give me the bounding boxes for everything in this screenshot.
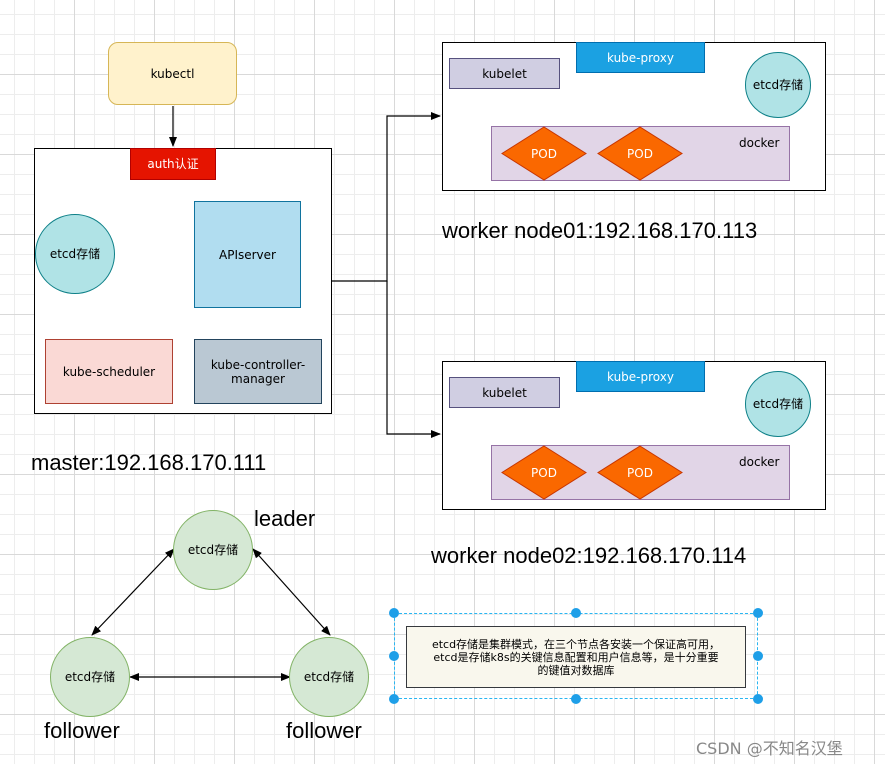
worker1-pod2: POD	[597, 126, 683, 181]
worker2-kube-proxy-box: kube-proxy	[576, 361, 705, 392]
follower-right-label: follower	[286, 718, 362, 743]
etcd-note-box[interactable]: etcd存储是集群模式，在三个节点各安装一个保证高可用， etcd是存储k8s的…	[406, 626, 746, 688]
worker2-etcd-circle: etcd存储	[745, 371, 811, 437]
master-to-worker2-arrow	[386, 281, 441, 438]
worker1-kube-proxy-box: kube-proxy	[576, 42, 705, 73]
kubectl-label: kubectl	[150, 66, 195, 81]
worker1-pod1-label: POD	[531, 146, 557, 161]
resize-handle-middle-left[interactable]	[389, 651, 399, 661]
worker2-pod2-diamond	[597, 445, 683, 500]
worker2-pod2-label: POD	[627, 465, 653, 480]
leader-follower-right-arrow	[252, 548, 331, 636]
worker2-pod2: POD	[597, 445, 683, 500]
etcd-follower-right-circle: etcd存储	[289, 637, 369, 717]
worker1-etcd-circle: etcd存储	[745, 52, 811, 118]
resize-handle-bottom-middle[interactable]	[571, 694, 581, 704]
etcd-note-line1: etcd存储是集群模式，在三个节点各安装一个保证高可用，	[431, 637, 721, 651]
leader-label: leader	[254, 506, 316, 531]
worker2-kubelet-box: kubelet	[449, 377, 560, 408]
master-to-worker1-arrow	[332, 112, 441, 282]
resize-handle-top-left[interactable]	[389, 608, 399, 618]
kube-controller-manager-label: kube-controller-manager	[210, 357, 306, 386]
worker1-pod2-diamond	[597, 126, 683, 181]
worker1-kube-proxy-label: kube-proxy	[607, 50, 674, 65]
worker2-etcd-label: etcd存储	[752, 397, 804, 411]
apiserver-label: APIserver	[219, 247, 276, 262]
auth-box: auth认证	[130, 148, 216, 180]
resize-handle-top-right[interactable]	[753, 608, 763, 618]
kube-controller-manager-box: kube-controller-manager	[194, 339, 322, 404]
leader-follower-left-arrow	[91, 548, 175, 636]
worker1-kubelet-box: kubelet	[449, 58, 560, 89]
worker1-pod2-label: POD	[627, 146, 653, 161]
worker2-pod1: POD	[501, 445, 587, 500]
resize-handle-bottom-left[interactable]	[389, 694, 399, 704]
etcd-leader-node-label: etcd存储	[187, 543, 239, 557]
etcd-leader-circle: etcd存储	[173, 510, 253, 590]
resize-handle-middle-right[interactable]	[753, 651, 763, 661]
worker1-docker-label: docker	[739, 136, 780, 150]
auth-label: auth认证	[147, 157, 199, 171]
apiserver-box: APIserver	[194, 201, 301, 308]
master-etcd-circle: etcd存储	[35, 214, 115, 294]
master-etcd-label: etcd存储	[49, 247, 101, 261]
worker1-pod1: POD	[501, 126, 587, 181]
master-ip-label: master:192.168.170.111	[31, 450, 267, 475]
worker1-ip-label: worker node01:192.168.170.113	[442, 218, 758, 243]
etcd-note-line2: etcd是存储k8s的关键信息配置和用户信息等，是十分重要	[433, 650, 719, 664]
etcd-follower-right-node-label: etcd存储	[303, 670, 355, 684]
etcd-follower-left-circle: etcd存储	[50, 637, 130, 717]
etcd-note-line3: 的键值对数据库	[537, 663, 615, 677]
watermark: CSDN @不知名汉堡	[696, 739, 843, 758]
etcd-follower-left-node-label: etcd存储	[64, 670, 116, 684]
follower-left-label: follower	[44, 718, 120, 743]
worker2-kube-proxy-label: kube-proxy	[607, 369, 674, 384]
worker2-pod1-diamond	[501, 445, 587, 500]
worker1-etcd-label: etcd存储	[752, 78, 804, 92]
worker2-kubelet-label: kubelet	[482, 385, 527, 400]
kube-scheduler-box: kube-scheduler	[45, 339, 173, 404]
worker2-docker-label: docker	[739, 455, 780, 469]
worker1-kubelet-label: kubelet	[482, 66, 527, 81]
resize-handle-bottom-right[interactable]	[753, 694, 763, 704]
worker2-ip-label: worker node02:192.168.170.114	[431, 543, 747, 568]
worker2-pod1-label: POD	[531, 465, 557, 480]
kubectl-box: kubectl	[108, 42, 237, 105]
resize-handle-top-middle[interactable]	[571, 608, 581, 618]
worker1-pod1-diamond	[501, 126, 587, 181]
kube-scheduler-label: kube-scheduler	[62, 364, 156, 379]
